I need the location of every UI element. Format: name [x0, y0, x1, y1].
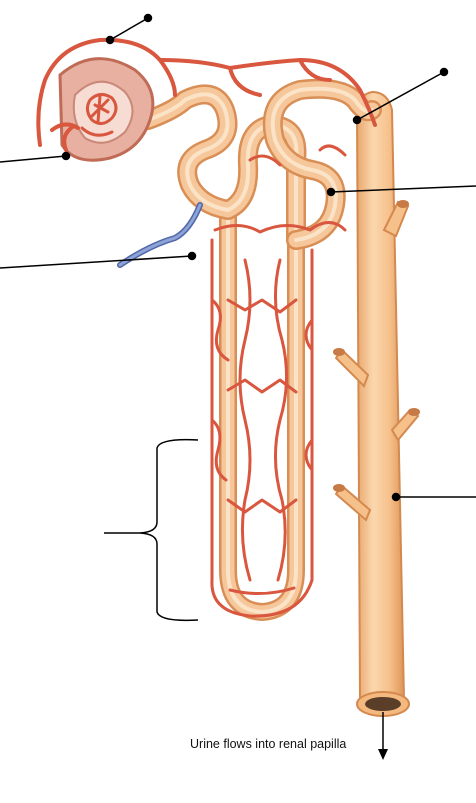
arrow-down-icon: [378, 712, 388, 760]
bracket-icon: [140, 440, 198, 621]
urine-flow-caption: Urine flows into renal papilla: [190, 737, 346, 751]
glomerular-capsule: [60, 59, 153, 161]
collecting-duct: [333, 92, 420, 716]
loop-of-henle: [228, 210, 296, 612]
leader-line-3: [0, 253, 196, 269]
leader-line-6: [393, 494, 476, 501]
leader-line-2: [0, 153, 70, 163]
leader-line-1: [107, 15, 152, 44]
leader-line-5: [328, 186, 476, 196]
